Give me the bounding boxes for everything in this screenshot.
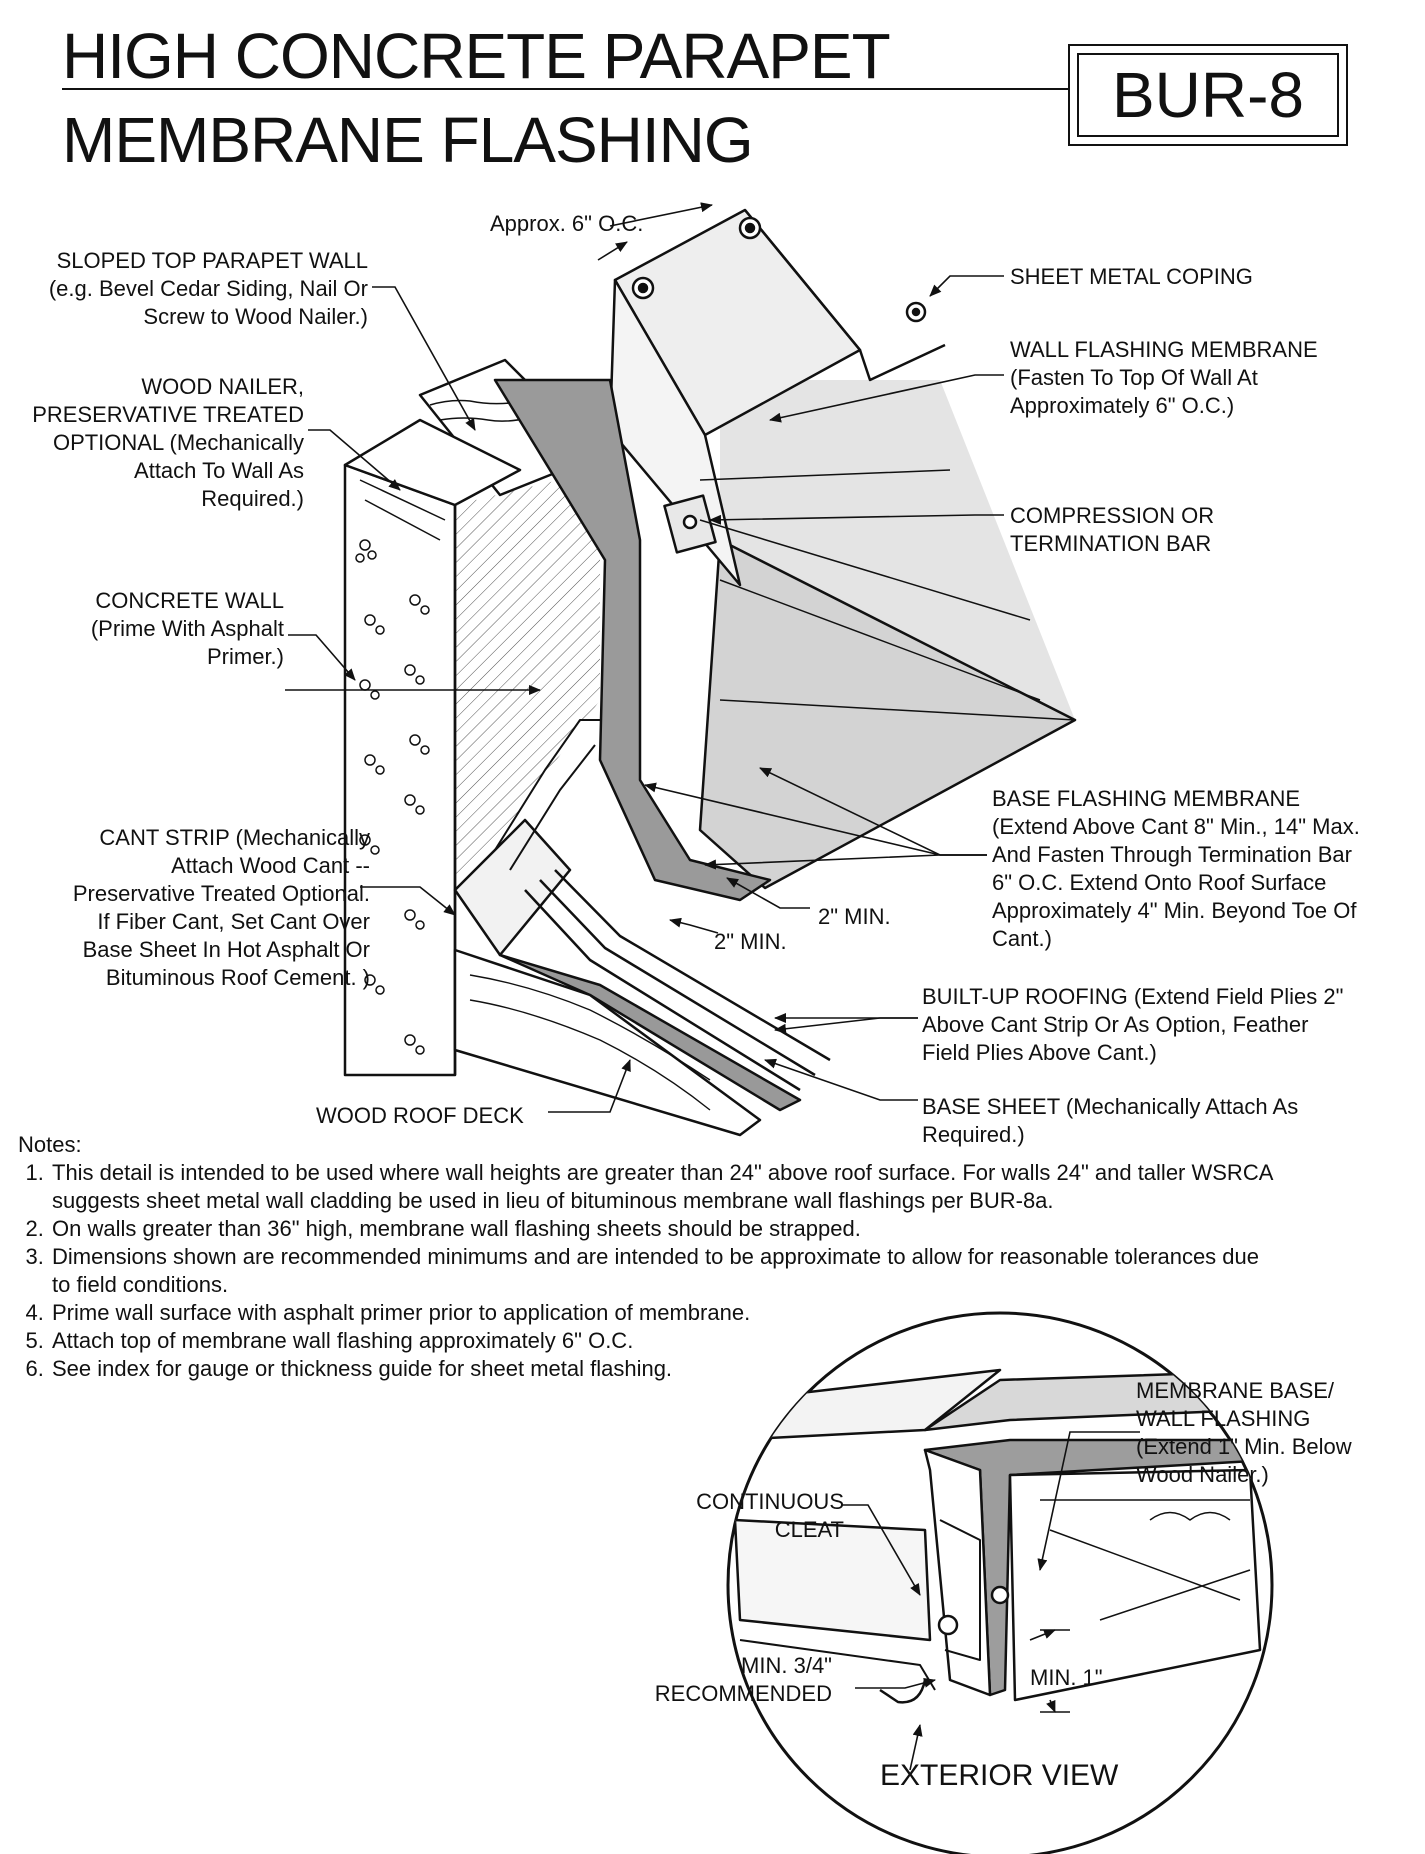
concrete-wall-top	[343, 418, 522, 507]
note-item: On walls greater than 36" high, membrane…	[50, 1215, 1278, 1243]
label-spacing: Approx. 6" O.C.	[490, 211, 644, 236]
note-item: Dimensions shown are recommended minimum…	[50, 1243, 1278, 1299]
label-wood-roof-deck: WOOD ROOF DECK	[316, 1103, 524, 1128]
label-min-2-left: 2" MIN.	[714, 929, 787, 954]
label-membrane-base: MEMBRANE BASE/ WALL FLASHING (Extend 1" …	[1136, 1378, 1352, 1487]
title-rule	[62, 88, 1068, 90]
label-wood-nailer: WOOD NAILER, PRESERVATIVE TREATED OPTION…	[32, 374, 304, 511]
built-up-roofing-plies	[494, 719, 600, 871]
wall-hatch	[455, 470, 600, 900]
exterior-view-detail	[726, 1311, 1274, 1854]
detail-number: BUR-8	[1077, 53, 1339, 137]
label-concrete-wall: CONCRETE WALL (Prime With Asphalt Primer…	[90, 588, 284, 669]
parapet-main-view	[343, 208, 1077, 1137]
detail-number-badge: BUR-8	[1068, 44, 1348, 146]
label-min-3-4: MIN. 3/4" RECOMMENDED	[654, 1653, 832, 1706]
notes-heading: Notes:	[18, 1132, 82, 1157]
cant-strip	[453, 818, 572, 957]
flashing-strip	[493, 378, 772, 902]
detail-cleat	[923, 1448, 992, 1697]
base-flashing-membrane	[698, 538, 1077, 890]
title-line-1: HIGH CONCRETE PARAPET	[62, 20, 891, 92]
base-sheet	[498, 953, 802, 1112]
concrete-aggregate	[355, 539, 430, 1055]
label-min-1: MIN. 1"	[1030, 1665, 1103, 1690]
wood-roof-deck	[453, 948, 762, 1137]
detail-nailer	[1008, 1468, 1262, 1702]
label-compression-bar: COMPRESSION OR TERMINATION BAR	[1010, 503, 1215, 556]
label-min-2-right: 2" MIN.	[818, 904, 891, 929]
notes-list: This detail is intended to be used where…	[18, 1159, 1278, 1383]
label-built-up: BUILT-UP ROOFING (Extend Field Plies 2" …	[922, 984, 1344, 1065]
note-item: See index for gauge or thickness guide f…	[50, 1355, 1278, 1383]
label-coping: SHEET METAL COPING	[1010, 264, 1253, 289]
label-continuous-cleat: CONTINUOUS CLEAT	[696, 1489, 844, 1542]
label-exterior-view: EXTERIOR VIEW	[880, 1759, 1119, 1792]
notes-block: Notes: This detail is intended to be use…	[18, 1131, 1278, 1383]
label-cant-strip: CANT STRIP (Mechanically Attach Wood Can…	[72, 825, 370, 990]
note-item: This detail is intended to be used where…	[50, 1159, 1278, 1215]
title-line-2: MEMBRANE FLASHING	[62, 104, 754, 176]
label-base-sheet: BASE SHEET (Mechanically Attach As Requi…	[922, 1094, 1299, 1147]
label-sloped-top: SLOPED TOP PARAPET WALL (e.g. Bevel Ceda…	[48, 248, 368, 329]
label-base-flashing: BASE FLASHING MEMBRANE (Extend Above Can…	[992, 786, 1360, 951]
note-item: Prime wall surface with asphalt primer p…	[50, 1299, 1278, 1327]
note-item: Attach top of membrane wall flashing app…	[50, 1327, 1278, 1355]
leader-lines	[285, 202, 1004, 1113]
label-wall-flashing: WALL FLASHING MEMBRANE (Fasten To Top Of…	[1010, 337, 1318, 418]
